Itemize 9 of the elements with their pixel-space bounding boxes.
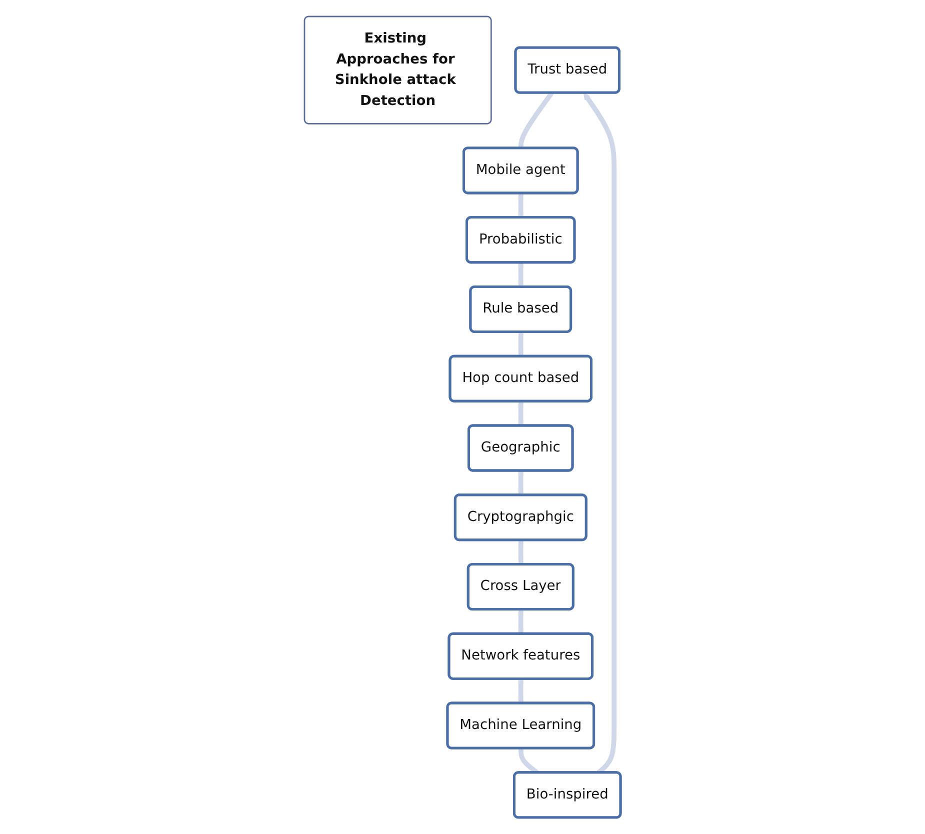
connector	[518, 401, 524, 426]
connector	[518, 262, 524, 288]
connector	[518, 332, 524, 357]
connector	[518, 92, 554, 149]
connector	[518, 678, 524, 704]
connector	[518, 609, 524, 634]
connector	[518, 470, 524, 496]
connector	[518, 540, 524, 566]
connector	[518, 192, 524, 218]
